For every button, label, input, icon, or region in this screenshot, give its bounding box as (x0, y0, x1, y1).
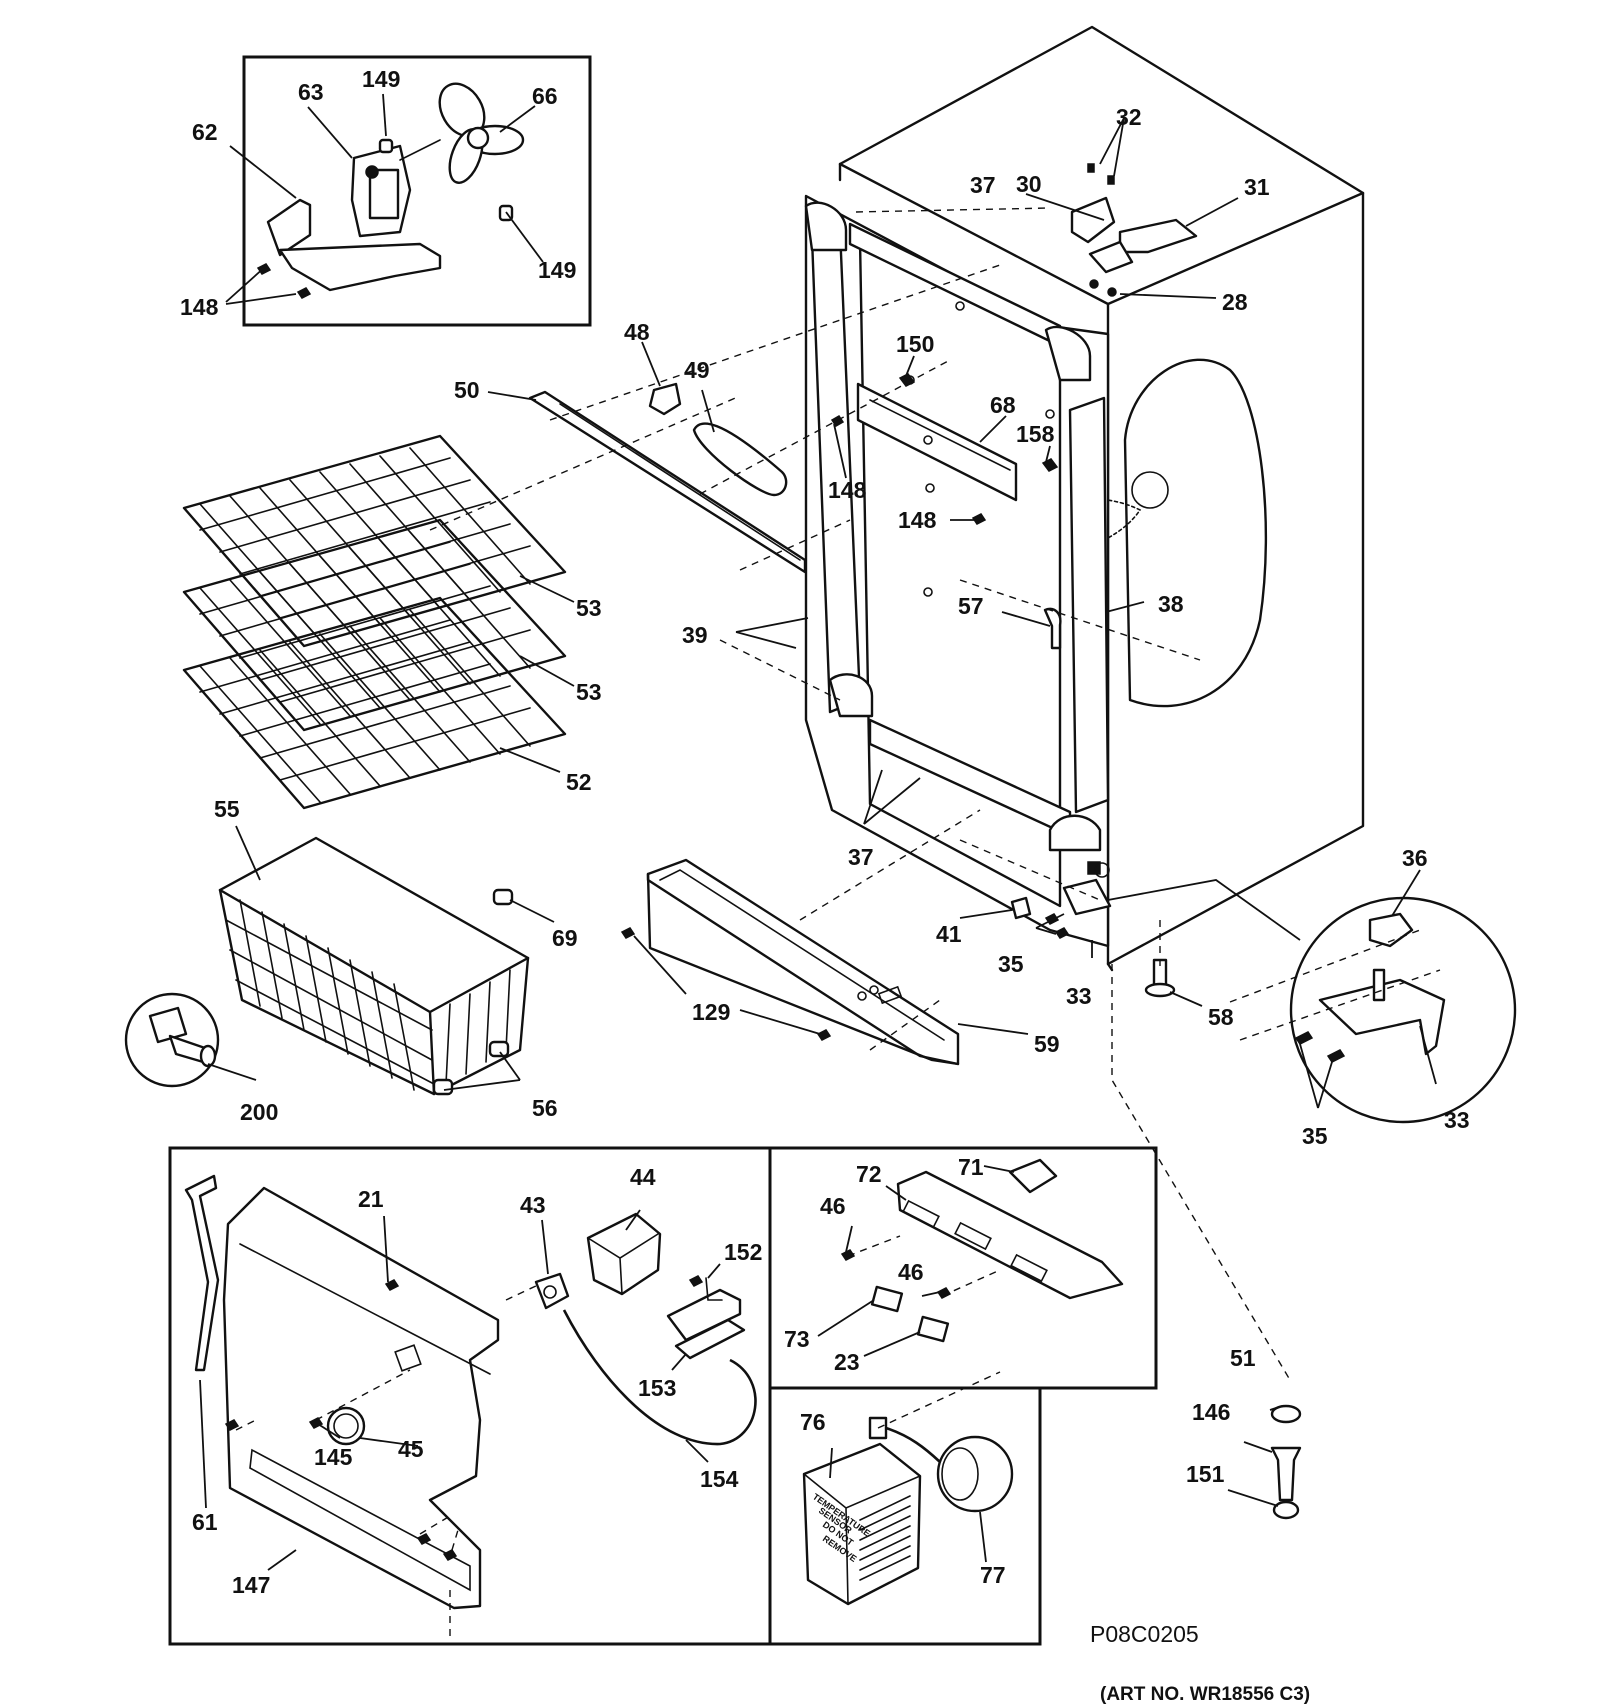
drain-fitting (124, 992, 220, 1088)
callout-37: 37 (970, 172, 996, 198)
callout-33: 33 (1444, 1107, 1470, 1133)
callout-72: 72 (856, 1161, 882, 1187)
callout-63: 63 (298, 79, 324, 105)
callout-53: 53 (576, 595, 602, 621)
callout-146: 146 (1192, 1399, 1230, 1425)
callout-46: 46 (898, 1259, 924, 1285)
callout-30: 30 (1016, 171, 1042, 197)
sensor-parts: TEMPERATURE SENSOR DO NOT REMOVE (802, 1416, 1014, 1606)
callout-148: 148 (898, 507, 937, 533)
callout-61: 61 (192, 1509, 218, 1535)
phantom-lines (235, 207, 1441, 1640)
cabinet (804, 25, 1365, 972)
evaporator-parts (528, 373, 1059, 574)
callout-44: 44 (630, 1164, 656, 1190)
callout-35: 35 (1302, 1123, 1328, 1149)
callout-50: 50 (454, 377, 480, 403)
callout-37: 37 (848, 844, 874, 870)
callout-33: 33 (1066, 983, 1092, 1009)
control-parts (840, 1158, 1124, 1343)
callout-49: 49 (684, 357, 710, 383)
fan-motor-assembly (256, 82, 525, 299)
inset-boxes (168, 55, 1158, 1646)
callout-71: 71 (958, 1154, 984, 1180)
callout-151: 151 (1186, 1461, 1225, 1487)
callout-53: 53 (576, 679, 602, 705)
figure-code: P08C0205 (1090, 1621, 1199, 1647)
callout-77: 77 (980, 1562, 1006, 1588)
callout-23: 23 (834, 1349, 860, 1375)
callout-48: 48 (624, 319, 650, 345)
basket (218, 836, 530, 1096)
callout-152: 152 (724, 1239, 762, 1265)
callout-39: 39 (682, 622, 708, 648)
callout-28: 28 (1222, 289, 1248, 315)
callout-43: 43 (520, 1192, 546, 1218)
callout-200: 200 (240, 1099, 278, 1125)
callout-51: 51 (1230, 1345, 1256, 1371)
callout-46: 46 (820, 1193, 846, 1219)
callout-32: 32 (1116, 104, 1142, 130)
rear-panel-parts (184, 1174, 757, 1610)
callout-68: 68 (990, 392, 1016, 418)
callout-147: 147 (232, 1572, 270, 1598)
callout-58: 58 (1208, 1004, 1234, 1030)
callout-148: 148 (828, 477, 867, 503)
hinge-detail (1107, 879, 1517, 1124)
callout-158: 158 (1016, 421, 1055, 447)
art-number: (ART NO. WR18556 C3) (1100, 1684, 1310, 1705)
callout-129: 129 (692, 999, 730, 1025)
fan-motor-inset-box (242, 55, 592, 327)
callout-73: 73 (784, 1326, 810, 1352)
callout-76: 76 (800, 1409, 826, 1435)
shelf-53-top (182, 434, 567, 648)
callout-55: 55 (214, 796, 240, 822)
callout-149: 149 (362, 66, 400, 92)
shelf-52 (182, 596, 567, 810)
callout-labels: 63 149 66 62 149 148 32 37 30 31 28 48 1… (180, 66, 1470, 1598)
callout-36: 36 (1402, 845, 1428, 871)
callout-150: 150 (896, 331, 934, 357)
callout-45: 45 (398, 1436, 424, 1462)
callout-145: 145 (314, 1444, 353, 1470)
callout-52: 52 (566, 769, 592, 795)
callout-57: 57 (958, 593, 984, 619)
wire-shelves (182, 434, 567, 810)
leveling-leg (1270, 1404, 1302, 1520)
leader-lines (199, 93, 1437, 1571)
kickplate (620, 858, 960, 1066)
callout-56: 56 (532, 1095, 558, 1121)
shelf-53-mid (182, 518, 567, 732)
sensor-inset-box (768, 1386, 1042, 1646)
callout-69: 69 (552, 925, 578, 951)
callout-66: 66 (532, 83, 558, 109)
callout-41: 41 (936, 921, 962, 947)
callout-35: 35 (998, 951, 1024, 977)
callout-31: 31 (1244, 174, 1270, 200)
callout-153: 153 (638, 1375, 676, 1401)
callout-149: 149 (538, 257, 576, 283)
callout-62: 62 (192, 119, 218, 145)
callout-38: 38 (1158, 591, 1184, 617)
callout-21: 21 (358, 1186, 384, 1212)
callout-154: 154 (700, 1466, 739, 1492)
callout-148: 148 (180, 294, 219, 320)
callout-59: 59 (1034, 1031, 1060, 1057)
hinges (1010, 163, 1198, 998)
